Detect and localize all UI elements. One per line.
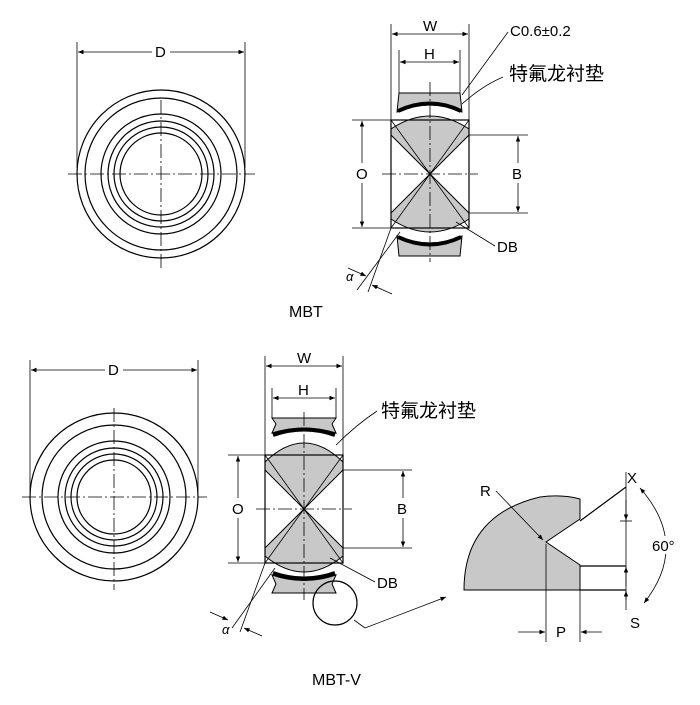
detail-label-X: X [627, 470, 637, 487]
detail-label-R: R [480, 483, 491, 500]
mbt-v-alpha: α [222, 622, 230, 637]
mbt-dim-O: O [356, 166, 368, 183]
mbt-caption: MBT [289, 304, 323, 321]
mbt-alpha: α [346, 269, 354, 284]
groove-detail-view: R X S 60° P [463, 470, 686, 642]
mbt-dim-H: H [424, 46, 435, 63]
mbt-v-dim-W: W [297, 350, 312, 367]
mbt-v-side-view: W H O B DB 特氟龙衬垫 α MBT-V [209, 350, 476, 689]
mbt-label-DB: DB [497, 239, 518, 256]
mbt-v-label-DB: DB [377, 575, 398, 592]
mbt-v-caption: MBT-V [312, 672, 361, 689]
detail-label-S: S [630, 615, 640, 632]
mbt-v-front-view: D [22, 360, 207, 590]
mbt-chamfer-label: C0.6±0.2 [510, 23, 571, 40]
mbt-v-dim-D: D [108, 362, 119, 379]
mbt-liner-label: 特氟龙衬垫 [509, 63, 604, 85]
detail-angle: 60° [652, 538, 675, 555]
mbt-dim-B: B [512, 166, 522, 183]
mbt-side-view: W H O B DB α C0.6±0.2 特氟龙衬垫 MBT [289, 18, 604, 321]
mbt-dim-W: W [423, 18, 438, 35]
mbt-v-dim-B: B [397, 501, 407, 518]
mbt-dim-D: D [155, 44, 166, 61]
mbt-v-dim-H: H [298, 382, 309, 399]
mbt-v-liner-label: 特氟龙衬垫 [381, 400, 476, 422]
mbt-front-view: D [68, 42, 255, 270]
mbt-v-dim-O: O [232, 501, 244, 518]
detail-label-P: P [556, 624, 566, 641]
